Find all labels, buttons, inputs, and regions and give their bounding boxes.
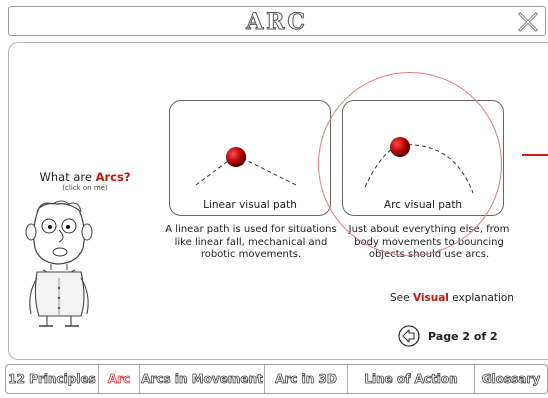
back-arrow-icon[interactable] <box>398 325 420 347</box>
see-visual-explanation: See Visual explanation <box>390 292 514 304</box>
nav-line-of-action[interactable]: Line of Action <box>348 365 475 393</box>
title-bar: ARC <box>8 6 546 36</box>
click-hint: (click on me) <box>62 184 108 192</box>
card-label: Linear visual path <box>203 199 297 211</box>
visual-link[interactable]: Visual <box>412 292 449 304</box>
ball-icon <box>226 147 246 167</box>
card-label: Arc visual path <box>383 199 463 211</box>
nav-arc[interactable]: Arc <box>99 365 140 393</box>
arc-path-description: Just about everything else, from body mo… <box>348 224 510 260</box>
question-keyword: Arcs? <box>95 170 131 184</box>
ball-icon <box>390 137 410 157</box>
linear-path-description: A linear path is used for situations lik… <box>165 224 337 260</box>
arcs-question[interactable]: What are Arcs? (click on me) <box>30 170 140 192</box>
cartoon-character-illustration[interactable] <box>17 198 113 328</box>
nav-arc-in-3d[interactable]: Arc in 3D <box>265 365 348 393</box>
linear-path-card: Linear visual path <box>169 100 331 216</box>
page-indicator: Page 2 of 2 <box>428 329 498 343</box>
bottom-nav: 12 Principles Arc Arcs in Movement Arc i… <box>5 364 548 394</box>
nav-12-principles[interactable]: 12 Principles <box>6 365 99 393</box>
nav-glossary[interactable]: Glossary <box>481 372 541 387</box>
linear-path-diagram <box>195 147 297 186</box>
pager: Page 2 of 2 <box>398 325 498 347</box>
pointer-line <box>522 154 548 156</box>
arc-path-card: Arc visual path <box>342 100 504 216</box>
arc-path-diagram <box>364 137 474 194</box>
page-title: ARC <box>246 9 308 36</box>
question-prefix: What are <box>39 170 96 184</box>
nav-arcs-in-movement[interactable]: Arcs in Movement <box>140 365 265 393</box>
close-icon[interactable] <box>517 11 539 33</box>
